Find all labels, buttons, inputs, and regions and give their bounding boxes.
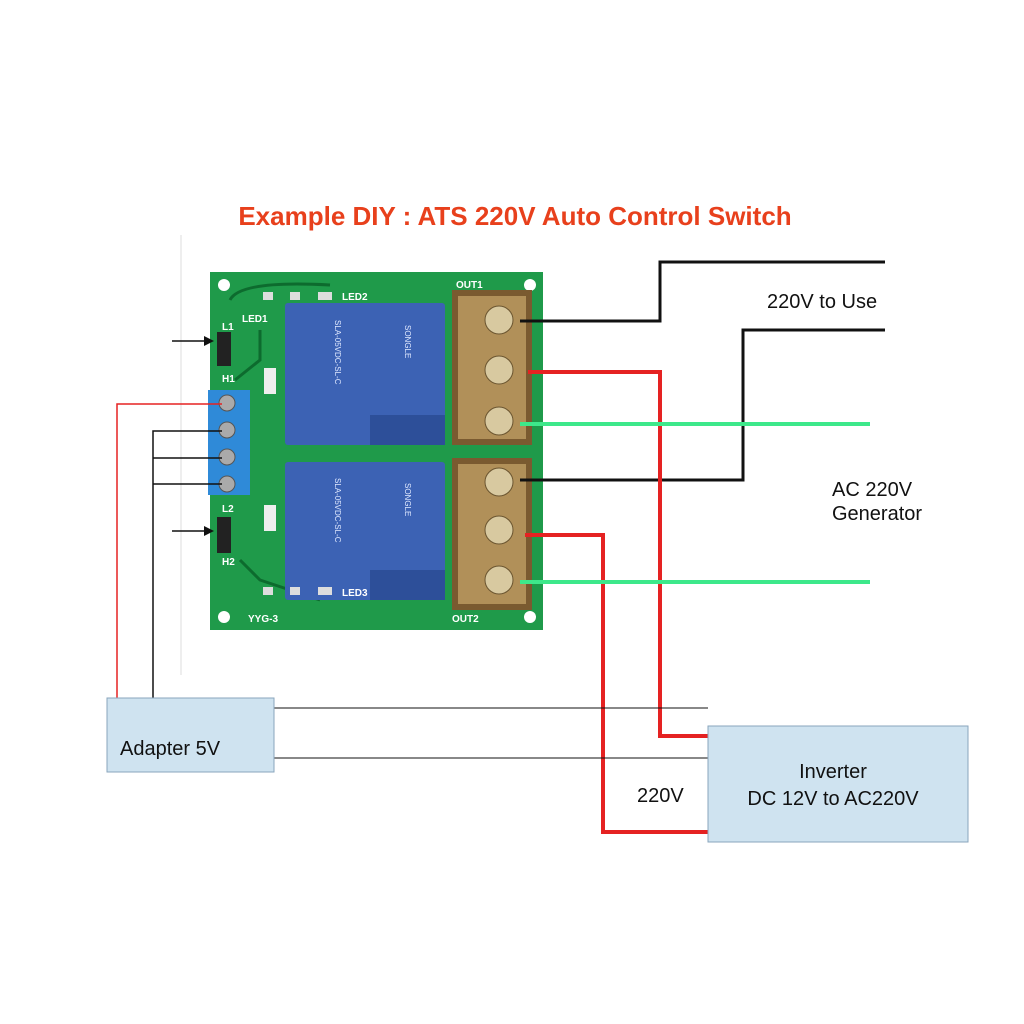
jumper-1 xyxy=(217,332,231,366)
wire-black-use-1 xyxy=(520,260,885,323)
output-terminal-2 xyxy=(452,458,532,610)
diagram-title: Example DIY : ATS 220V Auto Control Swit… xyxy=(238,201,791,231)
wire-red-inverter-1 xyxy=(528,370,708,738)
svg-text:H1: H1 xyxy=(222,374,235,385)
svg-text:LED3: LED3 xyxy=(342,588,368,599)
svg-text:SLA-05VDC-SL-C: SLA-05VDC-SL-C xyxy=(333,478,342,543)
adapter-label: Adapter 5V xyxy=(120,738,221,760)
arrow-icon xyxy=(172,526,214,536)
svg-text:SONGLE: SONGLE xyxy=(403,483,412,516)
inverter-sub-label: DC 12V to AC220V xyxy=(747,788,919,810)
arrow-icon xyxy=(172,336,214,346)
wires xyxy=(116,260,885,834)
generator-label-2: Generator xyxy=(832,503,922,525)
output-terminal-1 xyxy=(452,290,532,445)
wire-red-adapter xyxy=(116,403,222,698)
relay-1: SLA-05VDC-SL-C SONGLE xyxy=(285,303,445,445)
inverter-label: Inverter xyxy=(799,761,867,783)
svg-text:LED1: LED1 xyxy=(242,314,268,325)
svg-text:SONGLE: SONGLE xyxy=(403,325,412,358)
jumper-2 xyxy=(217,517,231,553)
svg-text:OUT1: OUT1 xyxy=(456,280,483,291)
generator-label-1: AC 220V xyxy=(832,479,913,501)
wire-black-adapter xyxy=(152,430,222,698)
svg-text:L2: L2 xyxy=(222,504,234,515)
wire-black-use-2 xyxy=(520,328,885,482)
relay-board: SLA-05VDC-SL-C SONGLE SLA-05VDC-SL-C SON… xyxy=(208,272,543,630)
adapter-box xyxy=(106,697,275,773)
svg-text:L1: L1 xyxy=(222,322,234,333)
svg-text:SLA-05VDC-SL-C: SLA-05VDC-SL-C xyxy=(333,320,342,385)
svg-text:YYG-3: YYG-3 xyxy=(248,614,278,625)
wire-red-inverter-2 xyxy=(525,533,708,834)
inverter-box xyxy=(707,725,969,843)
inverter-voltage-label: 220V xyxy=(637,785,684,807)
svg-text:LED2: LED2 xyxy=(342,292,368,303)
use-label: 220V to Use xyxy=(767,291,877,313)
svg-text:H2: H2 xyxy=(222,557,235,568)
relay-2: SLA-05VDC-SL-C SONGLE xyxy=(285,462,445,600)
svg-text:OUT2: OUT2 xyxy=(452,614,479,625)
input-terminal xyxy=(208,390,250,495)
